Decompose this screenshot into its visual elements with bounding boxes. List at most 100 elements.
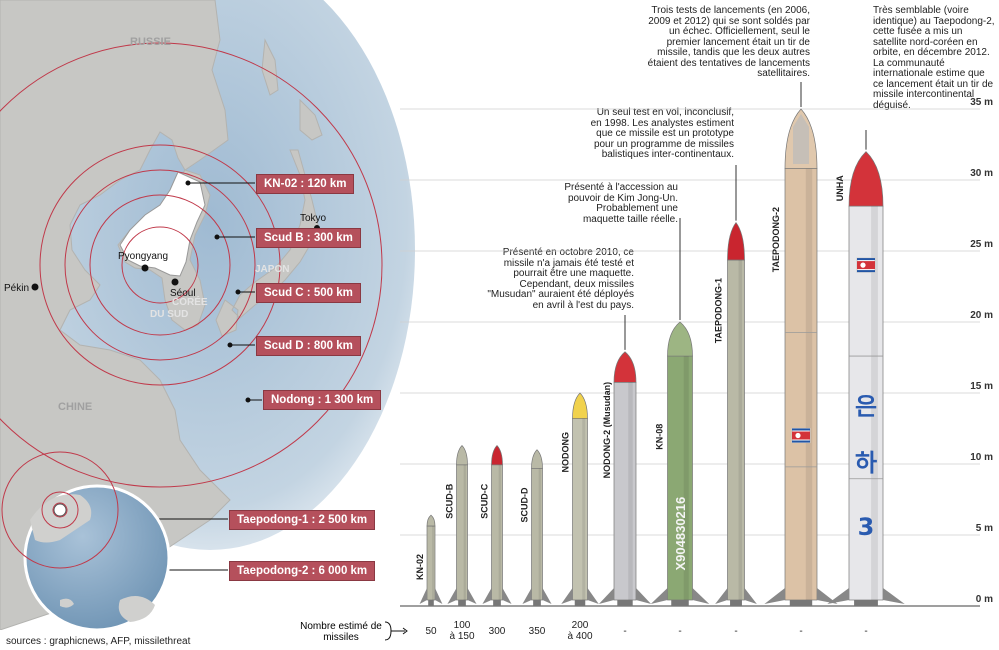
missile-name-label: TAEPODONG-2 (771, 207, 781, 272)
missile-nozzle (671, 600, 689, 606)
flag-stripe (792, 431, 810, 440)
missile-scud-b: SCUD-B (445, 445, 477, 606)
missile-fin-left (447, 588, 457, 604)
missile-name-label: TAEPODONG-1 (714, 278, 724, 343)
missile-shade (628, 382, 633, 600)
flag-star (860, 262, 866, 268)
missile-count-line: 300 (488, 626, 506, 637)
range-label-scud-b: Scud B : 300 km (256, 228, 361, 248)
dot-pyongyang (141, 264, 149, 272)
range-label-scud-c: Scud C : 500 km (256, 283, 361, 303)
missile-nozzle (574, 600, 586, 606)
missile-shade (432, 526, 434, 600)
y-tick-label: 0 m (975, 594, 993, 605)
missile-count: 50 (411, 626, 451, 637)
label-tokyo: Tokyo (300, 213, 327, 224)
missile-taepodong-2: TAEPODONG-2 (764, 108, 838, 606)
annotation-kn08: Présenté à l'accession au pouvoir de Kim… (564, 182, 678, 225)
count-bracket-icon (384, 621, 408, 641)
range-label-scud-d: Scud D : 800 km (256, 336, 361, 356)
missile-fin-left (522, 588, 532, 604)
missile-body (727, 259, 745, 601)
unha-body-text: 3 (858, 513, 875, 541)
missile-nose (531, 449, 543, 469)
missile-nozzle (617, 600, 633, 606)
missile-unha: UNHA (827, 151, 905, 606)
annotation-musudan: Présenté en octobre 2010, ce missile n'a… (487, 247, 634, 311)
missile-nozzle (533, 600, 541, 606)
missile-shade (871, 206, 878, 601)
missile-count-line: - (623, 626, 627, 637)
missile-name-label: SCUD-C (480, 483, 490, 518)
flag-top (857, 258, 875, 261)
flag-stripe (857, 261, 875, 270)
missile-nozzle (458, 600, 466, 606)
missile-nose (491, 445, 503, 466)
missile-fin-left (764, 588, 785, 604)
missile-count-line: - (864, 626, 868, 637)
unha-body-text: 하 (855, 449, 877, 477)
y-tick-label: 30 m (970, 168, 993, 179)
flag-star (795, 432, 801, 439)
missile-nozzle (493, 600, 501, 606)
range-label-kn02: KN-02 : 120 km (256, 174, 355, 194)
missile-body (456, 464, 468, 601)
missile-fin-right (502, 588, 512, 604)
range-label-nodong: Nodong : 1 300 km (263, 390, 382, 410)
unha-body-text: 은 (855, 392, 877, 420)
annotation-taepodong1: Un seul test en vol, inconclusif, en 199… (590, 107, 734, 160)
missile-shade (538, 468, 541, 600)
missile-nozzle (854, 600, 878, 606)
missile-shade (738, 260, 742, 600)
missile-count: 350 (517, 626, 557, 637)
missile-fin-right (587, 588, 599, 604)
missile-count: - (846, 626, 886, 637)
missile-nose (848, 151, 884, 207)
missile-count: - (660, 626, 700, 637)
label-korea-line2: DU SUD (150, 309, 188, 320)
missile-scud-d: SCUD-D (520, 449, 552, 606)
missile-fin-right (435, 588, 443, 604)
missile-body (613, 381, 637, 601)
label-russia: RUSSIE (130, 36, 171, 48)
label-japan: JAPON (255, 264, 289, 275)
label-pyongyang: Pyongyang (118, 251, 168, 262)
missile-fin-left (650, 588, 668, 604)
missile-count-line: - (734, 626, 738, 637)
missile-nozzle (789, 600, 813, 606)
label-korea-line1: CORÉE (172, 295, 208, 308)
missile-shade (805, 168, 813, 600)
source-credit: sources : graphicnews, AFP, missilethrea… (6, 636, 191, 647)
missile-count-line: à 400 (567, 631, 593, 642)
mainland (0, 0, 231, 630)
missile-shade (683, 356, 689, 600)
missile-fin-left (561, 588, 573, 604)
range-circle-scud-c (64, 169, 256, 361)
missile-shade (498, 464, 501, 600)
missile-fin-left (715, 588, 728, 604)
missile-name-label: KN-08 (655, 424, 665, 450)
globe-inset (1, 451, 171, 632)
missile-name-label: NODONG-2 (Musudan) (602, 382, 612, 479)
missile-name-label: SCUD-B (445, 483, 455, 518)
missile-scud-c: SCUD-C (480, 445, 512, 606)
missile-count-line: - (678, 626, 682, 637)
missile-count: - (781, 626, 821, 637)
missile-nose (613, 351, 637, 383)
range-circle-nodong (0, 42, 383, 488)
missile-count-line: 50 (425, 626, 437, 637)
count-label: Nombre estimé de missiles (300, 621, 382, 643)
missile-fin-left (827, 588, 849, 604)
y-tick-label: 35 m (970, 97, 993, 108)
north-korea (119, 171, 206, 277)
missile-fin-right (883, 588, 905, 604)
missile-body (491, 464, 503, 601)
missile-name-label: SCUD-D (520, 487, 530, 522)
y-tick-label: 20 m (970, 310, 993, 321)
missile-name-label: KN-02 (415, 554, 425, 580)
missile-fin-right (744, 588, 757, 604)
label-china: CHINE (58, 401, 92, 413)
missile-nose (456, 445, 468, 466)
